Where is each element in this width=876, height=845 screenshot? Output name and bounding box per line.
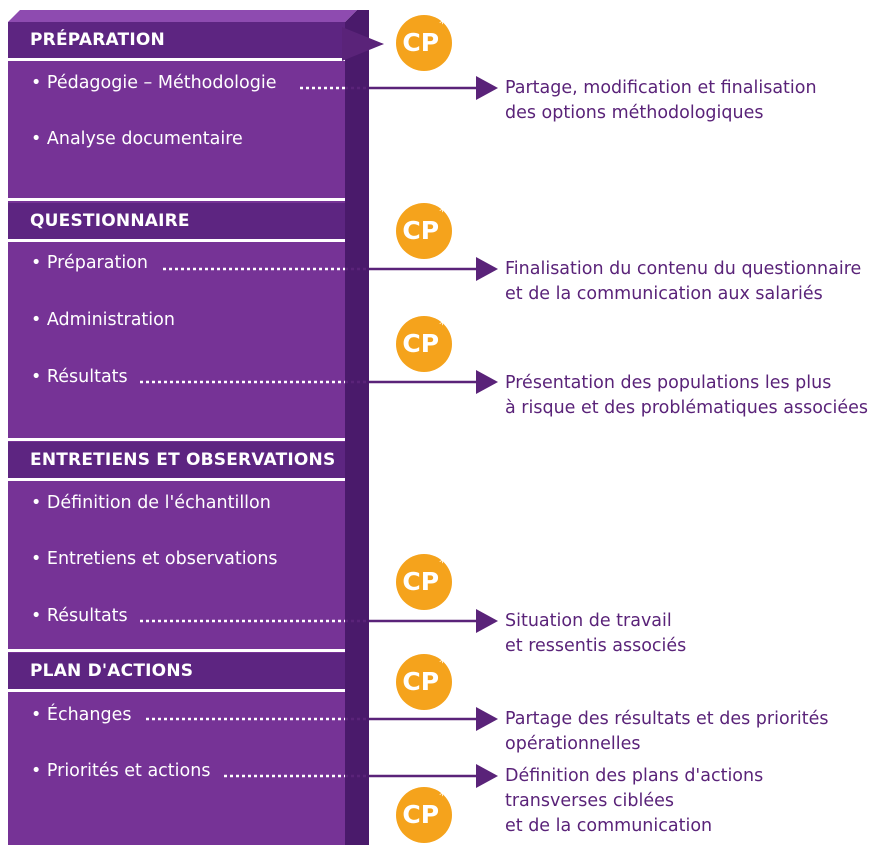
cp-badge: CP* bbox=[396, 554, 452, 610]
arrowhead bbox=[476, 764, 498, 788]
arrowhead bbox=[476, 257, 498, 281]
cp-badge: CP* bbox=[396, 15, 452, 71]
divider bbox=[8, 239, 345, 242]
column-front bbox=[8, 22, 345, 845]
list-item-pedagogie: • Pédagogie – Méthodologie bbox=[31, 73, 277, 93]
list-item-echanges: • Échanges bbox=[31, 705, 132, 725]
cp-badge: CP* bbox=[396, 316, 452, 372]
pointer-arrow bbox=[342, 27, 384, 61]
divider bbox=[8, 198, 345, 201]
divider bbox=[8, 58, 345, 61]
arrowhead bbox=[476, 609, 498, 633]
cp-badge: CP* bbox=[396, 787, 452, 843]
list-item-administration: • Administration bbox=[31, 310, 175, 330]
column-side bbox=[345, 10, 369, 845]
divider bbox=[8, 689, 345, 692]
list-item-resultats-questionnaire: • Résultats bbox=[31, 367, 128, 387]
list-item-resultats-entretiens: • Résultats bbox=[31, 606, 128, 626]
divider bbox=[8, 478, 345, 481]
arrowhead bbox=[476, 76, 498, 100]
divider bbox=[8, 649, 345, 652]
arrowhead bbox=[476, 370, 498, 394]
arrowhead bbox=[476, 707, 498, 731]
list-item-analyse: • Analyse documentaire bbox=[31, 129, 243, 149]
divider bbox=[8, 438, 345, 441]
section-title-questionnaire: QUESTIONNAIRE bbox=[8, 203, 345, 239]
section-title-entretiens: ENTRETIENS ET OBSERVATIONS bbox=[8, 442, 345, 478]
list-item-priorites: • Priorités et actions bbox=[31, 761, 211, 781]
cp-badge: CP* bbox=[396, 654, 452, 710]
list-item-entretiens: • Entretiens et observations bbox=[31, 549, 278, 569]
outcome-note: Finalisation du contenu du questionnaire… bbox=[505, 259, 862, 304]
cp-badge: CP* bbox=[396, 203, 452, 259]
section-title-plan-actions: PLAN D'ACTIONS bbox=[8, 653, 345, 689]
column-top bbox=[8, 10, 357, 22]
list-item-preparation: • Préparation bbox=[31, 253, 148, 273]
section-title-preparation: PRÉPARATION bbox=[8, 22, 345, 58]
list-item-definition-echantillon: • Définition de l'échantillon bbox=[31, 493, 271, 513]
